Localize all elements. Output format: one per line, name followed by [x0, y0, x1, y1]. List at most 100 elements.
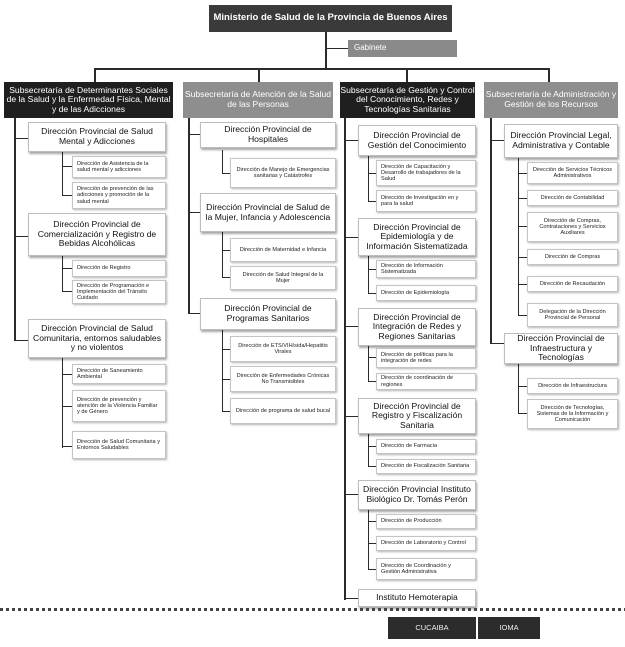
connector: [344, 237, 358, 238]
connector: [62, 152, 63, 196]
connector: [368, 510, 369, 570]
dotted-divider: [0, 608, 625, 611]
cabinet-box: Gabinete: [348, 40, 457, 57]
sub4-dir2-unit1: Dirección de Infraestructura: [527, 378, 618, 394]
sub3-dir4-unit2: Dirección de Fiscalización Sanitaria: [376, 459, 476, 474]
sub3-dir3-unit2: Dirección de coordinación de regiones: [376, 373, 476, 390]
sub3-dir5-unit3: Dirección de Coordinación y Gestión Admi…: [376, 558, 476, 580]
connector: [368, 381, 376, 382]
sub1-dir1: Dirección Provincial de Salud Mental y A…: [28, 122, 166, 152]
connector: [518, 173, 527, 174]
sub3-title: Subsecretaría de Gestión y Control del C…: [340, 82, 475, 118]
sub2-dir2-unit2: Dirección de Salud Integral de la Mujer: [230, 266, 336, 290]
sub1-dir2-unit1: Dirección de Registro: [72, 260, 166, 277]
connector: [518, 284, 527, 285]
connector: [62, 166, 72, 167]
connector: [222, 379, 230, 380]
connector: [518, 257, 527, 258]
sub1-dir1-unit2: Dirección de prevención de las adiccione…: [72, 182, 166, 209]
connector: [368, 346, 369, 382]
sub1-dir3-unit3: Dirección de Salud Comunitaria y Entorno…: [72, 431, 166, 459]
connector: [62, 406, 72, 407]
connector: [548, 68, 550, 82]
connector: [518, 315, 527, 316]
sub2-dir2: Dirección Provincial de Salud de la Muje…: [200, 193, 336, 232]
sub4-dir2: Dirección Provincial de Infraestructura …: [504, 333, 618, 364]
sub3-dir4: Dirección Provincial de Registro y Fisca…: [358, 398, 476, 434]
sub4-title: Subsecretaría de Administración y Gestió…: [484, 82, 618, 118]
connector: [62, 195, 72, 196]
connector: [368, 357, 376, 358]
connector: [94, 68, 549, 70]
connector: [188, 134, 200, 135]
sub2-dir3-unit1: Dirección de ETS/VIH/sida/Hepatitis Vira…: [230, 336, 336, 362]
connector: [188, 212, 200, 213]
sub3-dir2-unit1: Dirección de Información Sistematizada: [376, 260, 476, 278]
sub4-dir1-unit2: Dirección de Contabilidad: [527, 190, 618, 206]
sub3-dir5: Dirección Provincial Instituto Biológico…: [358, 480, 476, 510]
connector: [368, 569, 376, 570]
connector: [368, 156, 369, 202]
connector: [14, 236, 28, 237]
connector: [62, 446, 72, 447]
connector: [222, 232, 223, 278]
connector: [368, 173, 376, 174]
connector: [326, 48, 348, 49]
sub1-dir2-unit2: Dirección de Programación e Implementaci…: [72, 280, 166, 304]
connector: [518, 198, 527, 199]
connector: [368, 543, 376, 544]
sub3-dir3: Dirección Provincial de Integración de R…: [358, 308, 476, 346]
connector: [325, 32, 327, 68]
connector: [62, 291, 72, 292]
ioma-box: IOMA: [478, 617, 540, 639]
sub4-dir2-unit2: Dirección de Tecnologías, Sistemas de la…: [527, 399, 618, 429]
connector: [258, 68, 260, 82]
connector: [368, 256, 369, 294]
connector: [518, 158, 519, 316]
connector: [518, 226, 527, 227]
sub1-dir3: Dirección Provincial de Salud Comunitari…: [28, 319, 166, 358]
connector: [368, 293, 376, 294]
sub2-title: Subsecretaría de Atención de la Salud de…: [183, 82, 333, 118]
connector: [222, 150, 223, 174]
connector: [222, 173, 230, 174]
connector: [62, 268, 72, 269]
ministry-box: Ministerio de Salud de la Provincia de B…: [209, 5, 452, 32]
connector: [14, 118, 16, 340]
connector: [368, 466, 376, 467]
connector: [222, 250, 230, 251]
sub2-dir3-unit3: Dirección de programa de salud bucal: [230, 398, 336, 424]
connector: [490, 118, 492, 344]
sub1-title: Subsecretaría de Determinantes Sociales …: [4, 82, 173, 118]
connector: [368, 434, 369, 467]
sub3-dir1-unit1: Dirección de Capacitación y Desarrollo d…: [376, 160, 476, 186]
sub3-dir3-unit1: Dirección de políticas para la integraci…: [376, 348, 476, 368]
connector: [14, 138, 28, 139]
sub4-dir1-unit3: Dirección de Compras, Contrataciones y S…: [527, 212, 618, 242]
sub3-dir6: Instituto Hemoterapia: [358, 589, 476, 607]
sub1-dir2: Dirección Provincial de Comercialización…: [28, 213, 166, 256]
sub2-dir3-unit2: Dirección de Enfermedades Crónicas No Tr…: [230, 366, 336, 392]
connector: [14, 340, 28, 341]
connector: [222, 411, 230, 412]
sub1-dir1-unit1: Dirección de Asistencia de la salud ment…: [72, 156, 166, 178]
sub1-dir3-unit1: Dirección de Saneamiento Ambiental: [72, 364, 166, 384]
sub4-dir1-unit6: Delegación de la Dirección Provincial de…: [527, 303, 618, 327]
sub3-dir2-unit2: Dirección de Epidemiología: [376, 285, 476, 301]
sub4-dir1: Dirección Provincial Legal, Administrati…: [504, 124, 618, 158]
connector: [490, 140, 504, 141]
connector: [188, 118, 190, 314]
sub2-dir1-unit1: Dirección de Manejo de Emergencias sanit…: [230, 158, 336, 188]
connector: [518, 386, 527, 387]
sub2-dir1: Dirección Provincial de Hospitales: [200, 122, 336, 148]
sub3-dir4-unit1: Dirección de Farmacia: [376, 439, 476, 454]
connector: [62, 256, 63, 292]
connector: [62, 374, 72, 375]
connector: [344, 494, 358, 495]
connector: [62, 358, 63, 448]
connector: [344, 140, 358, 141]
sub2-dir3: Dirección Provincial de Programas Sanita…: [200, 298, 336, 330]
sub2-dir2-unit1: Dirección de Maternidad e Infancia: [230, 238, 336, 262]
connector: [368, 446, 376, 447]
sub3-dir2: Dirección Provincial de Epidemiología y …: [358, 218, 476, 256]
